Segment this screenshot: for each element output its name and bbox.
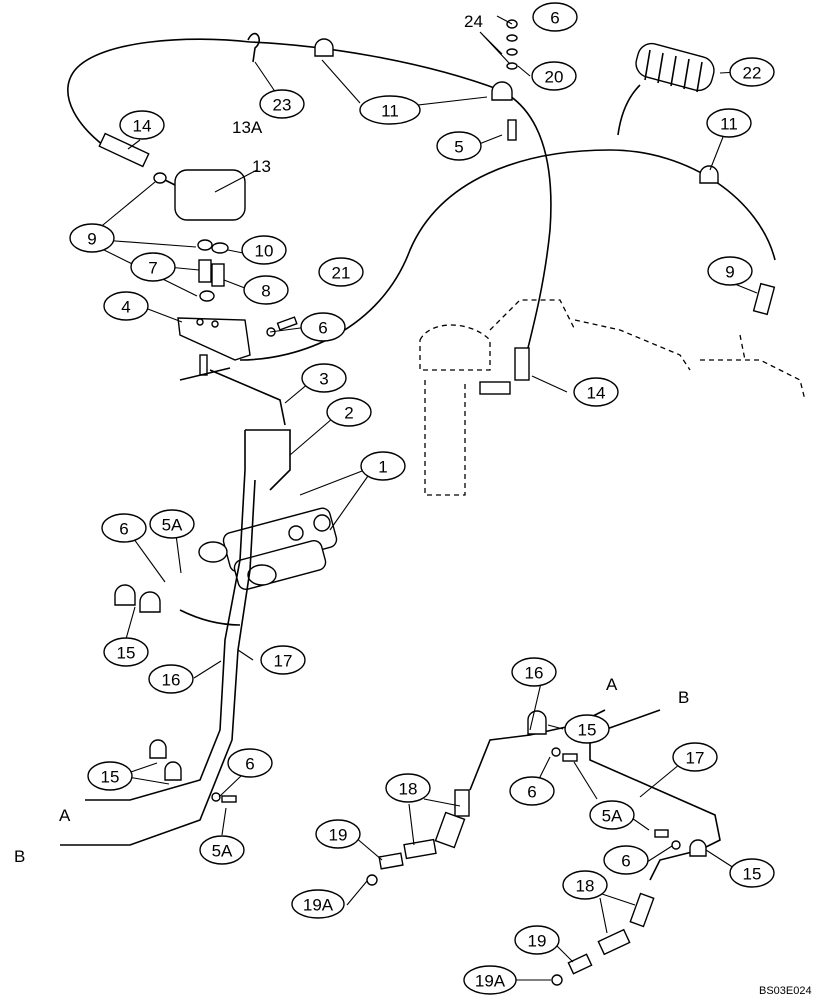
- callout-16: 16: [148, 664, 194, 694]
- callout-9: 9: [69, 223, 115, 253]
- callout-14: 14: [573, 377, 619, 407]
- callout-16: 16: [511, 657, 557, 687]
- drawing-lines: [60, 19, 806, 986]
- callout-18: 18: [385, 773, 431, 803]
- callout-label: 18: [576, 877, 595, 896]
- callout-9: 9: [707, 256, 753, 286]
- callout-label: 23: [273, 96, 292, 115]
- callout-label: 14: [133, 117, 152, 136]
- callout-label: 8: [261, 282, 270, 301]
- callout-15: 15: [87, 761, 133, 791]
- callout-15: 15: [564, 714, 610, 744]
- callout-7: 7: [130, 252, 176, 282]
- callout-label: 6: [318, 319, 327, 338]
- callout-6: 6: [227, 748, 273, 778]
- callout-6: 6: [603, 845, 649, 875]
- callout-5A: 5A: [149, 509, 195, 539]
- label-13A: 13A: [232, 118, 263, 137]
- line-label-b-left: B: [14, 847, 25, 866]
- callout-19: 19: [315, 819, 361, 849]
- callout-20: 20: [531, 61, 577, 91]
- callout-5: 5: [436, 131, 482, 161]
- callout-2: 2: [326, 397, 372, 427]
- callout-4: 4: [103, 291, 149, 321]
- callout-label: 1: [378, 458, 387, 477]
- callout-label: 11: [720, 115, 738, 134]
- callout-6: 6: [532, 2, 578, 32]
- callout-label: 2: [344, 404, 353, 423]
- callout-8: 8: [243, 275, 289, 305]
- callout-label: 19: [329, 826, 348, 845]
- line-label-a-right: A: [606, 675, 618, 694]
- callout-label: 3: [319, 370, 328, 389]
- callout-label: 5A: [162, 516, 183, 535]
- callout-label: 7: [148, 259, 157, 278]
- callout-label: 15: [101, 768, 120, 787]
- callout-label: 11: [381, 102, 399, 121]
- line-label-a-left: A: [59, 806, 71, 825]
- callout-label: 19A: [303, 896, 334, 915]
- callout-label: 5A: [602, 807, 623, 826]
- callout-label: 15: [117, 644, 136, 663]
- callout-23: 23: [259, 89, 305, 119]
- callout-6: 6: [101, 513, 147, 543]
- callout-label: 9: [725, 263, 734, 282]
- callout-5A: 5A: [199, 835, 245, 865]
- label-24: 24: [464, 12, 483, 31]
- callout-label: 19A: [475, 972, 506, 991]
- callout-label: 19: [528, 932, 547, 951]
- callout-label: 6: [527, 783, 536, 802]
- callout-label: 10: [255, 242, 274, 261]
- callout-11: 11: [706, 108, 752, 138]
- callout-5A: 5A: [589, 800, 635, 830]
- callout-1: 1: [360, 451, 406, 481]
- callout-19A: 19A: [291, 889, 345, 919]
- callout-14: 14: [119, 110, 165, 140]
- callout-19A: 19A: [463, 965, 517, 995]
- callout-label: 9: [87, 230, 96, 249]
- callout-label: 6: [621, 852, 630, 871]
- callout-6: 6: [300, 312, 346, 342]
- callout-17: 17: [260, 645, 306, 675]
- callout-label: 15: [578, 721, 597, 740]
- callout-label: 6: [550, 9, 559, 28]
- callout-21: 21: [318, 257, 364, 287]
- callout-15: 15: [729, 858, 775, 888]
- line-label-b-right: B: [678, 688, 689, 707]
- callout-label: 16: [525, 664, 544, 683]
- callout-label: 17: [686, 749, 705, 768]
- reference-code: BS03E024: [759, 985, 812, 997]
- label-13: 13: [252, 157, 271, 176]
- callout-label: 18: [399, 780, 418, 799]
- callout-15: 15: [103, 637, 149, 667]
- callout-label: 5: [454, 138, 463, 157]
- callout-bubbles: 123455A5A5A66666678991011111414151515151…: [69, 2, 775, 995]
- callout-label: 20: [545, 68, 564, 87]
- callout-label: 22: [743, 64, 762, 83]
- callout-17: 17: [672, 742, 718, 772]
- callout-19: 19: [514, 925, 560, 955]
- callout-6: 6: [509, 776, 555, 806]
- callout-3: 3: [301, 363, 347, 393]
- callout-label: 5A: [212, 842, 233, 861]
- callout-22: 22: [729, 57, 775, 87]
- callout-label: 4: [121, 298, 130, 317]
- callout-18: 18: [562, 870, 608, 900]
- callout-label: 14: [587, 384, 606, 403]
- callout-11: 11: [359, 95, 421, 125]
- callout-label: 6: [119, 520, 128, 539]
- callout-10: 10: [241, 235, 287, 265]
- callout-label: 21: [332, 264, 351, 283]
- callout-label: 15: [743, 865, 762, 884]
- callout-label: 17: [274, 652, 293, 671]
- callout-label: 6: [245, 755, 254, 774]
- callout-label: 16: [162, 671, 181, 690]
